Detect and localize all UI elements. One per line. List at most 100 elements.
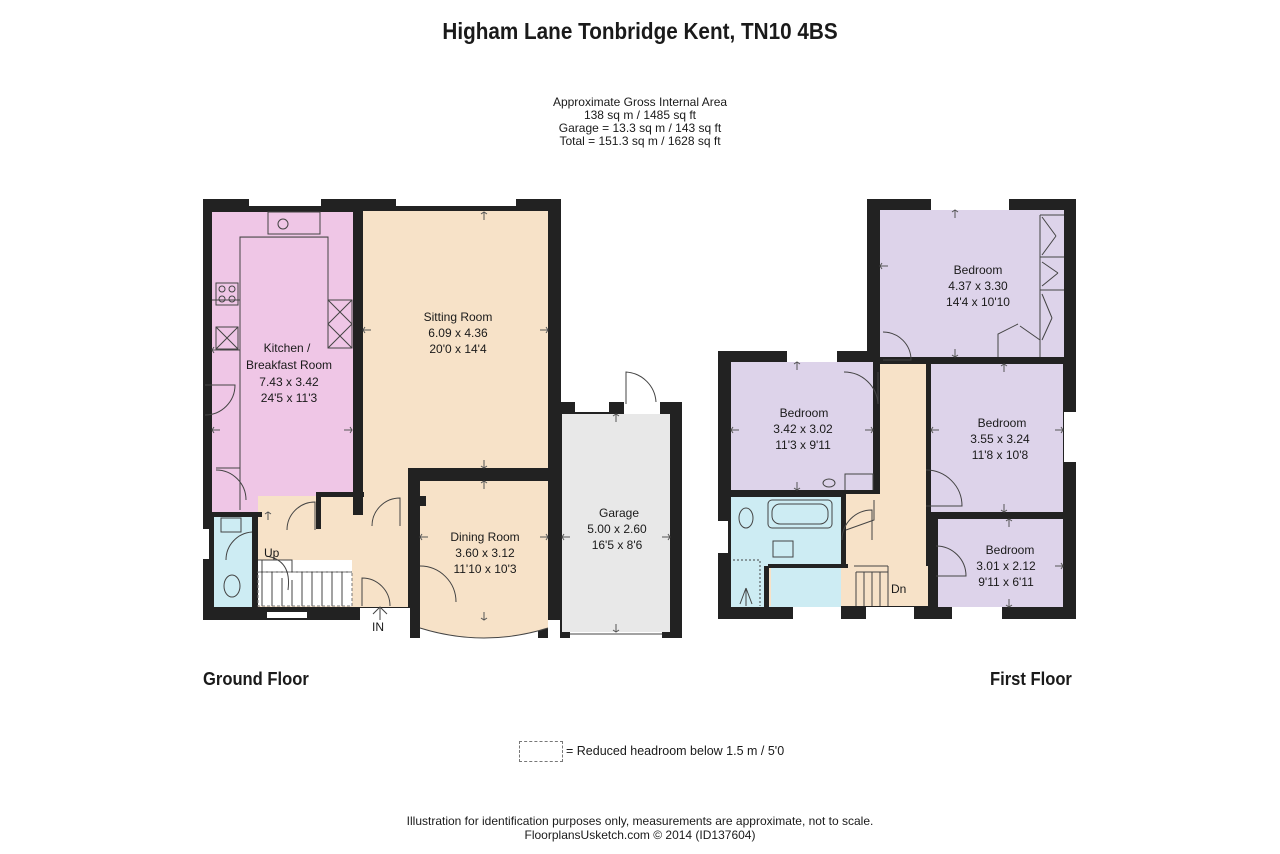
bedroom-3-name: Bedroom bbox=[978, 416, 1027, 430]
entrance-label: IN bbox=[372, 620, 384, 634]
kitchen-worktops bbox=[212, 237, 329, 498]
bathroom-toilet-icon bbox=[738, 507, 754, 529]
cupboard-side-wall bbox=[316, 492, 321, 529]
kitchen-room bbox=[212, 212, 353, 514]
footer-line-1: Illustration for identification purposes… bbox=[406, 814, 874, 828]
bedroom-3-window bbox=[1064, 412, 1076, 462]
dining-imperial: 11'10 x 10'3 bbox=[453, 562, 516, 576]
ground-stairs bbox=[257, 555, 353, 607]
footer-disclaimer: Illustration for identification purposes… bbox=[0, 814, 1280, 842]
garage-door bbox=[570, 632, 662, 640]
sink-bowl-icon bbox=[277, 218, 289, 230]
landing-window-2 bbox=[866, 607, 914, 619]
kitchen-name-1: Kitchen / bbox=[264, 341, 311, 355]
area-total: Total = 151.3 sq m / 1628 sq ft bbox=[559, 134, 721, 148]
plan-title: Higham Lane Tonbridge Kent, TN10 4BS bbox=[442, 18, 838, 44]
wc-room bbox=[214, 516, 252, 607]
bedroom-3-door bbox=[925, 469, 963, 507]
garage-side-door bbox=[625, 371, 657, 404]
dining-east-wall bbox=[548, 470, 560, 618]
hall-window bbox=[267, 612, 307, 618]
bedroom-2-window bbox=[787, 351, 837, 362]
shower-area bbox=[733, 559, 761, 606]
headroom-legend-swatch bbox=[519, 741, 563, 762]
bedroom-2-imperial: 11'3 x 9'11 bbox=[775, 438, 831, 452]
hall-cupboard-door bbox=[371, 497, 401, 527]
headroom-legend-text: = Reduced headroom below 1.5 m / 5'0 bbox=[566, 744, 785, 758]
landing-window-1 bbox=[793, 607, 841, 619]
sitting-patio-doors bbox=[396, 199, 516, 206]
hall-pier bbox=[408, 496, 426, 506]
bath-icon bbox=[767, 499, 833, 529]
bay-left-wall bbox=[410, 608, 420, 638]
sitting-name: Sitting Room bbox=[424, 310, 493, 324]
kitchen-sitting-wall bbox=[353, 199, 363, 515]
front-door bbox=[361, 577, 391, 607]
garage-dimension-arrows bbox=[561, 413, 671, 633]
bedroom-1-metric: 4.37 x 3.30 bbox=[948, 279, 1008, 293]
bedroom-2-basin-icon bbox=[822, 478, 836, 488]
hob-ring-4 bbox=[228, 295, 236, 303]
bedroom-2-metric: 3.42 x 3.02 bbox=[773, 422, 833, 436]
garage-side-door-gap bbox=[624, 402, 660, 414]
kitchen-unit-right bbox=[327, 299, 353, 349]
bedroom-2-name: Bedroom bbox=[780, 406, 829, 420]
bathroom-basin-icon bbox=[772, 540, 794, 558]
bedroom-1-name: Bedroom bbox=[954, 263, 1003, 277]
bedroom-4-door bbox=[935, 545, 967, 577]
sitting-imperial: 20'0 x 14'4 bbox=[429, 342, 487, 356]
ground-stairs-label: Up bbox=[264, 546, 280, 560]
hob-ring-3 bbox=[218, 295, 226, 303]
bathroom-room bbox=[731, 497, 841, 607]
kitchen-name-2: Breakfast Room bbox=[246, 358, 332, 372]
bay-window-line bbox=[419, 627, 549, 639]
shower-icon bbox=[739, 587, 753, 606]
hall-pier-2 bbox=[408, 530, 420, 546]
bedroom-3-room bbox=[931, 364, 1063, 512]
kitchen-window bbox=[249, 199, 321, 206]
hob-ring-1 bbox=[218, 285, 226, 293]
dining-name: Dining Room bbox=[450, 530, 519, 544]
wc-north-wall bbox=[212, 512, 262, 517]
sitting-east-wall bbox=[548, 199, 560, 481]
wc-window bbox=[203, 529, 209, 559]
garage-metric: 5.00 x 2.60 bbox=[587, 522, 647, 536]
bathroom-door bbox=[841, 509, 873, 541]
sink-unit bbox=[267, 211, 321, 235]
bedroom-3-imperial: 11'8 x 10'8 bbox=[972, 448, 1029, 462]
wardrobe-corner bbox=[997, 323, 1041, 357]
sitting-metric: 6.09 x 4.36 bbox=[428, 326, 488, 340]
area-heading: Approximate Gross Internal Area bbox=[552, 95, 728, 109]
dining-metric: 3.60 x 3.12 bbox=[455, 546, 515, 560]
hob-icon bbox=[215, 282, 239, 306]
area-main: 138 sq m / 1485 sq ft bbox=[583, 108, 697, 122]
bath-inner bbox=[771, 503, 829, 525]
kitchen-metric: 7.43 x 3.42 bbox=[259, 375, 319, 389]
bedroom-2-cupboard bbox=[844, 473, 874, 490]
wc-toilet-icon bbox=[223, 574, 241, 598]
bedroom-2-room bbox=[731, 362, 873, 490]
wc-door bbox=[225, 531, 253, 561]
bedroom-4-room bbox=[938, 519, 1063, 607]
garage-imperial: 16'5 x 8'6 bbox=[592, 538, 643, 552]
footer-line-2: FloorplansUsketch.com © 2014 (ID137604) bbox=[524, 828, 756, 842]
first-floor-stairs bbox=[854, 565, 889, 606]
sitting-dining-wall bbox=[408, 468, 558, 480]
hall-upper-area bbox=[363, 469, 410, 499]
kitchen-side-door bbox=[204, 384, 236, 416]
kitchen-lower-unit bbox=[216, 467, 241, 510]
bathroom-landing-edge bbox=[769, 566, 771, 606]
area-garage: Garage = 13.3 sq m / 143 sq ft bbox=[558, 121, 722, 135]
bedroom-3-metric: 3.55 x 3.24 bbox=[970, 432, 1030, 446]
bedroom-1-door bbox=[882, 331, 912, 361]
garage-name: Garage bbox=[599, 506, 639, 520]
entrance-arrow-icon bbox=[372, 606, 388, 620]
ground-floor-label: Ground Floor bbox=[203, 669, 309, 689]
wardrobe-outline bbox=[1039, 214, 1064, 357]
cupboard-wall bbox=[316, 492, 364, 497]
dining-door bbox=[419, 565, 457, 603]
sitting-room bbox=[363, 211, 548, 469]
first-floor-dimension-arrows bbox=[730, 209, 1064, 608]
bedroom-4-window bbox=[952, 607, 1002, 619]
